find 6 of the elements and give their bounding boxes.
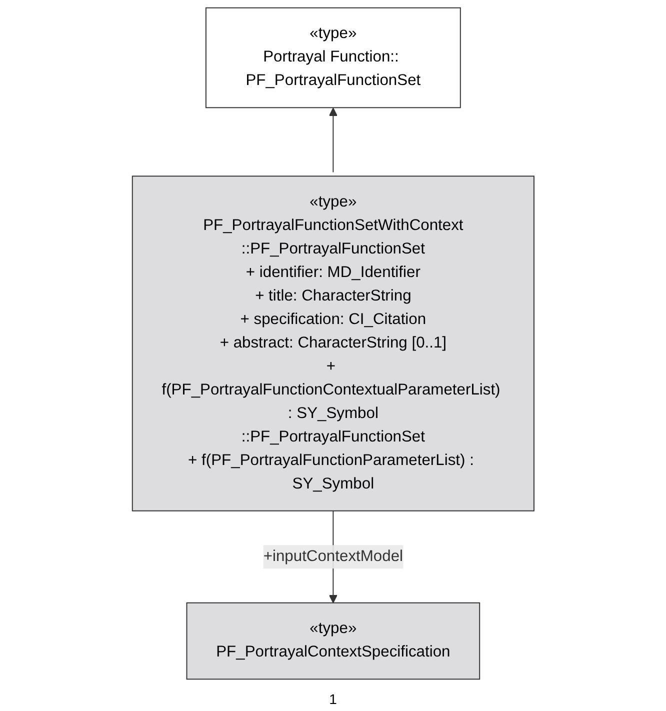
node-box: «type» PF_PortrayalFunctionSetWithContext ::PF_PortrayalFunctionSet + identifier: MD_Identifier + title: CharacterString + specification: CI_Citation + abstract: CharacterString [0..1] + f(PF_PortrayalFunctionContextualParameterList) : SY_Symbol ::PF_PortrayalFunctionSet + f(PF_PortrayalFunctionParameterList) : SY_Symbol bbox=[132, 176, 534, 512]
arrow bbox=[328, 108, 338, 173]
node-box: «type» Portrayal Function:: PF_PortrayalFunctionSet bbox=[205, 7, 461, 108]
node-box: «type» PF_PortrayalContextSpecification bbox=[186, 602, 480, 680]
multiplicity-label: 1 bbox=[329, 691, 337, 707]
edge-label: +inputContextModel bbox=[263, 548, 403, 565]
